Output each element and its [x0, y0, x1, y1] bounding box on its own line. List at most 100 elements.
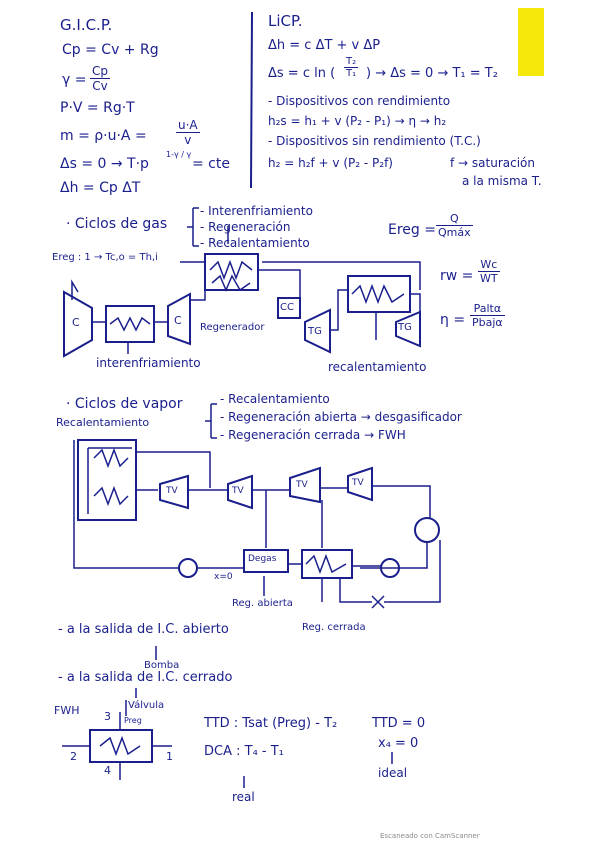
rw-lhs: rw = — [440, 268, 474, 284]
label-recalentamiento-gas: recalentamiento — [328, 360, 427, 374]
condenser-pipes — [360, 485, 431, 569]
x4-zero: x₄ = 0 — [378, 736, 419, 751]
rw-num: Wc — [478, 258, 500, 272]
bleed-lines — [265, 490, 323, 548]
intercooler-coil — [109, 316, 151, 332]
regenerator-coil-top — [209, 259, 253, 281]
gicp-eq2-frac: Cp Cv — [90, 64, 110, 93]
note-line-2: - a la salida de I.C. cerrado — [58, 670, 233, 685]
note-line-2-sub: Válvula — [128, 700, 165, 711]
x0-label: x=0 — [214, 572, 233, 582]
licp-eq4: h₂s = h₁ + v (P₂ - P₁) → η → h₂ — [268, 114, 447, 128]
licp-eq2-frac: T₂ T₁ — [344, 56, 359, 79]
eta-frac: Paltα Pbajα — [470, 302, 505, 329]
gicp-eq1: Cp = Cv + Rg — [62, 42, 159, 58]
licp-eq5: - Dispositivos sin rendimiento (T.C.) — [268, 134, 481, 148]
reheater-coil — [351, 283, 405, 305]
vapor-heading: · Ciclos de vapor — [66, 396, 183, 412]
steam-turbine-2 — [227, 474, 253, 510]
licp-eq6-note1: f → saturación — [450, 156, 535, 170]
reheater-pipes — [330, 289, 421, 331]
fwh-n1: 1 — [166, 750, 173, 763]
deaerator-box — [243, 549, 289, 573]
gas-heading: · Ciclos de gas — [66, 216, 168, 232]
sticky-note — [518, 8, 544, 76]
boiler-coil-bottom — [93, 485, 129, 507]
turbine-shaft — [188, 487, 348, 491]
licp-eq6: h₂ = h₂f + v (P₂ - P₂f) — [268, 156, 393, 170]
compressor-1-label: C — [72, 316, 80, 329]
gicp-eq5-rhs: = cte — [192, 156, 230, 172]
gas-return-line — [262, 261, 421, 290]
gicp-eq2-lhs: γ = — [62, 72, 87, 88]
scanner-footer: Escaneado con CamScanner — [380, 832, 480, 840]
regenerator-pipes — [190, 269, 301, 301]
gicp-eq6: Δh = Cp ΔT — [60, 180, 141, 196]
vapor-item-3: - Regeneración cerrada → FWH — [220, 428, 406, 442]
regenerator-box — [204, 253, 259, 291]
vapor-item-2: - Regeneración abierta → desgasificador — [220, 410, 462, 424]
compressor-2-shape — [167, 292, 191, 346]
pump-1 — [178, 558, 198, 578]
licp-eq3: - Dispositivos con rendimiento — [268, 94, 451, 108]
eta-num: Paltα — [470, 302, 505, 316]
section-divider — [250, 11, 253, 189]
licp-eq2-rhs: ) → Δs = 0 → T₁ = T₂ — [366, 66, 498, 81]
boiler-pipes — [136, 451, 211, 491]
ideal-label: ideal — [378, 766, 408, 780]
fwh-label: FWH — [54, 704, 80, 717]
closed-fwh-coil — [305, 553, 347, 575]
regenerator-coil-bottom — [211, 274, 251, 292]
real-label: real — [232, 790, 255, 804]
valve-line — [371, 540, 441, 609]
regen-outlets — [263, 576, 372, 603]
tv2-label: TV — [232, 486, 244, 496]
eta-den: Pbajα — [472, 316, 503, 329]
ereg-note: Ereg : 1 → Tc,o = Th,i — [52, 252, 158, 263]
boiler-box — [77, 439, 137, 521]
gicp-eq4-num: u·A — [176, 118, 200, 133]
ereg-lhs: Ereg = — [388, 222, 436, 238]
turbine-2-shape — [395, 310, 421, 348]
gas-brace — [187, 207, 199, 247]
licp-eq2-den: T₁ — [346, 68, 357, 79]
note-line-1-sub: Bomba — [144, 660, 180, 671]
reg-cerrada-label: Reg. cerrada — [302, 622, 366, 633]
condenser-shape — [414, 517, 440, 543]
fwh-detail-coil — [99, 735, 141, 757]
label-recalentamiento-vapor: Recalentamiento — [56, 416, 150, 429]
tv4-label: TV — [352, 478, 364, 488]
notes-arrows — [135, 646, 157, 698]
gicp-title: G.I.C.P. — [60, 16, 113, 34]
ereg-num: Q — [436, 212, 473, 226]
gicp-eq4-lhs: m = ρ·u·A = — [60, 128, 147, 144]
boiler-coil-top — [93, 447, 129, 469]
combustion-chamber-box — [277, 297, 301, 319]
vapor-item-1: - Recalentamiento — [220, 392, 330, 406]
tg2-label: TG — [398, 322, 412, 333]
feedwater-line — [73, 440, 381, 569]
dca-formula: DCA : T₄ - T₁ — [204, 744, 284, 759]
compressor-1-shape — [63, 290, 93, 358]
boiler-inner — [87, 447, 132, 514]
fwh-detail-box — [89, 729, 153, 763]
gicp-eq4-frac: u·A v — [176, 118, 200, 147]
eta-lhs: η = — [440, 312, 466, 328]
compressor-1-inlet — [71, 279, 79, 300]
gicp-eq5-exp: 1-γ / γ — [166, 150, 192, 159]
turbine-1-shape — [304, 308, 331, 354]
tv1-label: TV — [166, 486, 178, 496]
gas-item-3: - Recalentamiento — [200, 236, 310, 250]
gas-item-1: - Interenfriamiento — [200, 204, 313, 218]
gicp-eq5-lhs: Δs = 0 → T·p — [60, 156, 149, 172]
intercooler-box — [105, 305, 155, 343]
compressor-2-label: C — [174, 314, 182, 327]
rw-frac: Wc WT — [478, 258, 500, 285]
tv3-label: TV — [296, 480, 308, 490]
licp-eq1: Δh = c ΔT + v ΔP — [268, 38, 381, 53]
note-line-1: - a la salida de I.C. abierto — [58, 622, 229, 637]
vapor-brace — [205, 403, 217, 439]
fwh-n4: 4 — [104, 764, 111, 777]
ereg-frac: Q Qmáx — [436, 212, 473, 239]
